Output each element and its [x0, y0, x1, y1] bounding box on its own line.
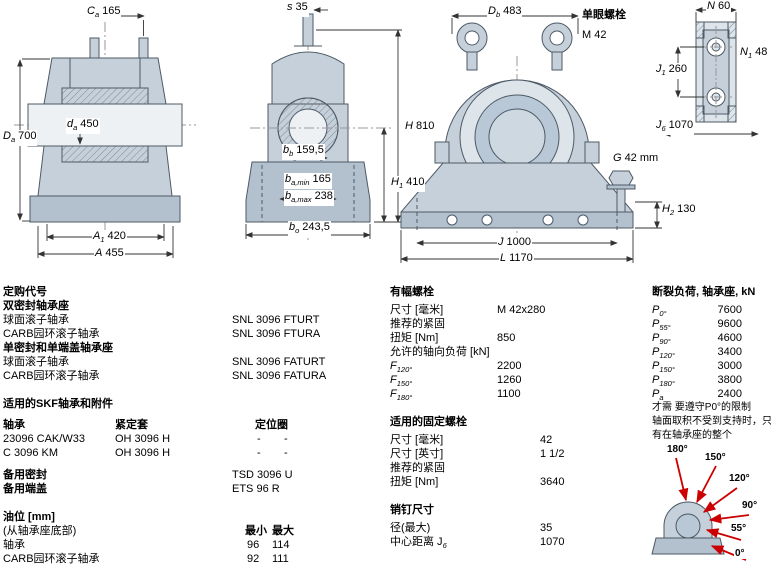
heading-oil-level: 油位 [mm]	[3, 511, 55, 523]
right-column: 断裂负荷, 轴承座, kN P0°7600 P55°9600 P90°4600 …	[652, 285, 771, 443]
spec-row: 扭矩 [Nm]3640	[390, 476, 565, 488]
dim-symbol: C	[87, 5, 95, 17]
angle-label-0: 0°	[734, 548, 746, 559]
heading-double-sealed: 双密封轴承座	[3, 300, 69, 312]
angle-label-150: 150°	[704, 452, 727, 463]
note-line: 才需 要遵守P0°的限制	[652, 402, 752, 413]
breaking-load-row: P0°7600	[652, 304, 742, 319]
breaking-load-row: P150°3000	[652, 360, 742, 375]
angle-label-120: 120°	[728, 473, 751, 484]
angle-label-180: 180°	[666, 444, 689, 455]
front-view	[400, 22, 636, 240]
spec-row: 尺寸 [毫米]M 42x280	[390, 304, 546, 316]
heading-single-sealed: 单密封和单端盖轴承座	[3, 342, 113, 354]
front-section-view	[14, 22, 196, 232]
eyebolt-label: 单眼螺栓	[581, 9, 627, 22]
dim-value: 165	[102, 5, 121, 17]
eyebolt-size: M 42	[581, 29, 608, 42]
middle-column: 有幅螺栓 尺寸 [毫米]M 42x280 推荐的紧固 扭矩 [Nm]850 允许…	[390, 285, 610, 551]
axial-load-row: F120°2200	[390, 360, 522, 375]
heading-bearings: 适用的SKF轴承和附件	[3, 398, 113, 410]
spec-row: 推荐的紧固	[390, 318, 445, 330]
breaking-load-row: P90°4600	[652, 332, 742, 347]
spec-row: 推荐的紧固	[390, 462, 445, 474]
note-line: 轴面取积不受到支持时，只	[652, 416, 771, 427]
bearings-header-row: 轴承紧定套定位圈	[3, 419, 288, 431]
heading-breaking-loads: 断裂负荷, 轴承座, kN	[652, 286, 756, 298]
spec-row: 尺寸 [英寸]1 1/2	[390, 448, 565, 460]
spec-row: 扭矩 [Nm]850	[390, 332, 516, 344]
breaking-load-row: P180°3800	[652, 374, 742, 389]
heading-dowel-pins: 销钉尺寸	[390, 504, 434, 516]
heading-cap-bolts: 有幅螺栓	[390, 286, 434, 298]
dim-subscript: a	[94, 10, 100, 20]
breaking-load-row: P120°3400	[652, 346, 742, 361]
heading-attachment-bolts: 适用的固定螺栓	[390, 416, 467, 428]
angle-label-90: 90°	[741, 500, 759, 511]
note-line: 有在轴承座的整个	[652, 430, 732, 441]
spec-row: 尺寸 [毫米]42	[390, 434, 553, 446]
end-view	[695, 21, 737, 123]
spec-row: 径(最大)35	[390, 522, 553, 534]
oil-header-row: (从轴承座底部)最小最大	[3, 525, 294, 537]
axial-load-title: 允许的轴向负荷 [kN]	[390, 346, 490, 358]
heading-ordering: 定购代号	[3, 286, 47, 298]
angle-label-55: 55°	[730, 523, 748, 534]
breaking-load-row: P55°9600	[652, 318, 742, 333]
axial-load-row: F150°1260	[390, 374, 522, 389]
axial-load-row: F180°1100	[390, 388, 521, 403]
